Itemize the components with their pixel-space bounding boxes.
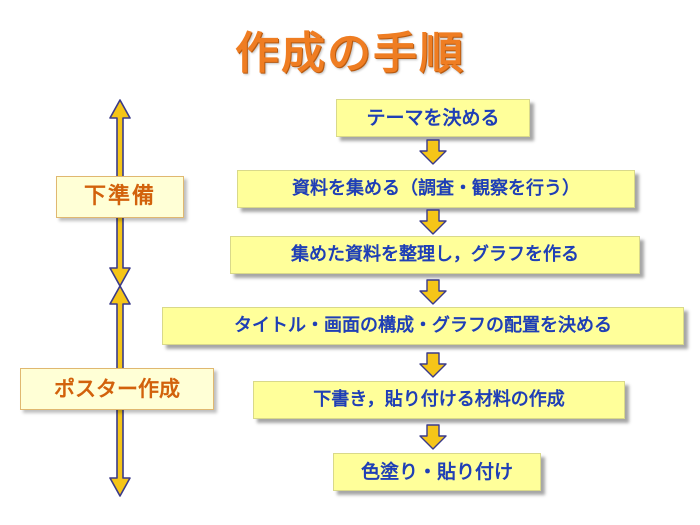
step-box: 資料を集める（調査・観察を行う） (237, 170, 635, 208)
step-box: タイトル・画面の構成・グラフの配置を決める (162, 307, 684, 345)
step-box: 集めた資料を整理し，グラフを作る (230, 236, 640, 274)
down-arrow-icon (419, 352, 447, 378)
step-box: 下書き，貼り付ける材料の作成 (253, 381, 625, 419)
page-title: 作成の手順 (235, 28, 465, 79)
down-arrow-icon (419, 209, 447, 235)
down-arrow-icon (419, 279, 447, 305)
step-box: テーマを決める (336, 99, 530, 137)
down-arrow-icon (419, 424, 447, 450)
down-arrow-icon (419, 139, 447, 165)
phase-label-preparation: 下準備 (56, 176, 184, 218)
phase-label-poster: ポスター作成 (20, 368, 214, 410)
phase-timeline (109, 99, 131, 497)
step-box: 色塗り・貼り付け (333, 453, 541, 491)
